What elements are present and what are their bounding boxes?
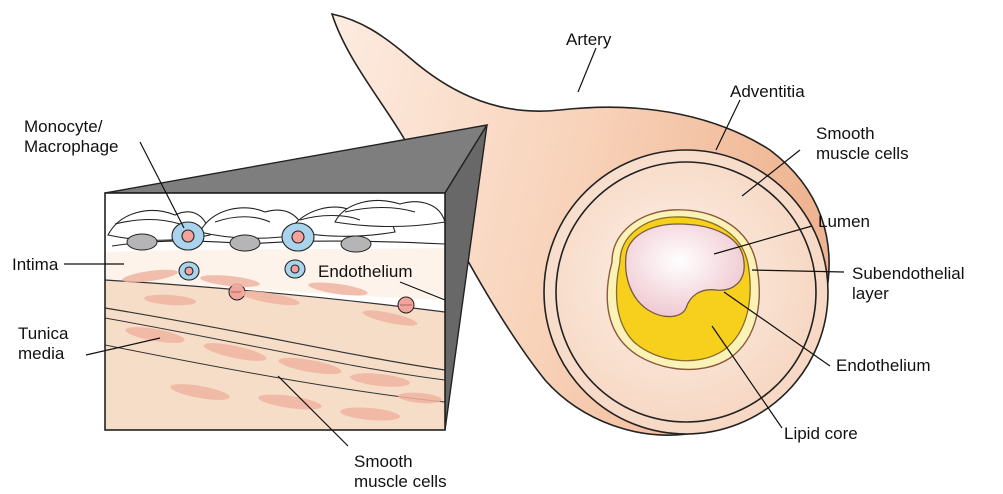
label-smooth-muscle-bottom-line2: muscle cells <box>354 472 447 491</box>
label-artery: Artery <box>566 30 612 49</box>
label-tunica-media-line1: Tunica <box>18 324 69 343</box>
label-lipid-core: Lipid core <box>784 424 858 443</box>
intima-band <box>105 248 445 300</box>
leader-adventitia <box>715 99 741 151</box>
label-smooth-muscle-bottom: Smooth muscle cells <box>354 452 447 492</box>
inset-smooth-muscle-cells <box>122 269 442 421</box>
label-lumen: Lumen <box>818 212 870 231</box>
label-smooth-muscle-right-line1: Smooth <box>816 124 875 143</box>
leader-endothelium-inset <box>399 281 446 301</box>
lumen <box>624 223 745 318</box>
label-subendothelial: Subendothelial layer <box>852 264 964 304</box>
leader-endothelium-right <box>723 291 831 367</box>
leader-lumen <box>713 225 813 255</box>
label-smooth-muscle-bottom-line1: Smooth <box>354 452 413 471</box>
label-subendothelial-line2: layer <box>852 284 889 303</box>
leader-artery <box>577 47 597 93</box>
leader-smooth-muscle-right <box>741 149 801 197</box>
inset-wedge <box>104 124 489 431</box>
label-monocyte-line1: Monocyte/ <box>24 117 103 136</box>
label-monocyte: Monocyte/ Macrophage <box>24 117 119 157</box>
leader-tunica-media <box>85 337 161 356</box>
label-tunica-media-line2: media <box>18 344 65 363</box>
leader-smooth-muscle-bottom <box>277 375 349 447</box>
label-smooth-muscle-right-line2: muscle cells <box>816 144 909 163</box>
label-endothelium-right: Endothelium <box>836 356 931 375</box>
leader-lipid-core <box>711 325 783 429</box>
artery-cross-section <box>543 149 829 435</box>
inset-box <box>104 192 446 431</box>
endothelial-cells <box>107 200 445 247</box>
label-smooth-muscle-right: Smooth muscle cells <box>816 124 909 164</box>
label-adventitia: Adventitia <box>730 82 805 101</box>
label-endothelium-inset: Endothelium <box>318 262 413 281</box>
leader-subendothelial <box>751 269 845 273</box>
label-subendothelial-line1: Subendothelial <box>852 264 965 283</box>
leader-lines <box>64 47 845 447</box>
leader-monocyte <box>139 141 185 229</box>
macrophages <box>228 283 415 314</box>
label-intima: Intima <box>12 255 59 274</box>
monocytes <box>171 221 315 281</box>
endothelial-nuclei <box>126 233 372 253</box>
label-monocyte-line2: Macrophage <box>24 137 119 156</box>
label-tunica-media: Tunica media <box>18 324 68 364</box>
